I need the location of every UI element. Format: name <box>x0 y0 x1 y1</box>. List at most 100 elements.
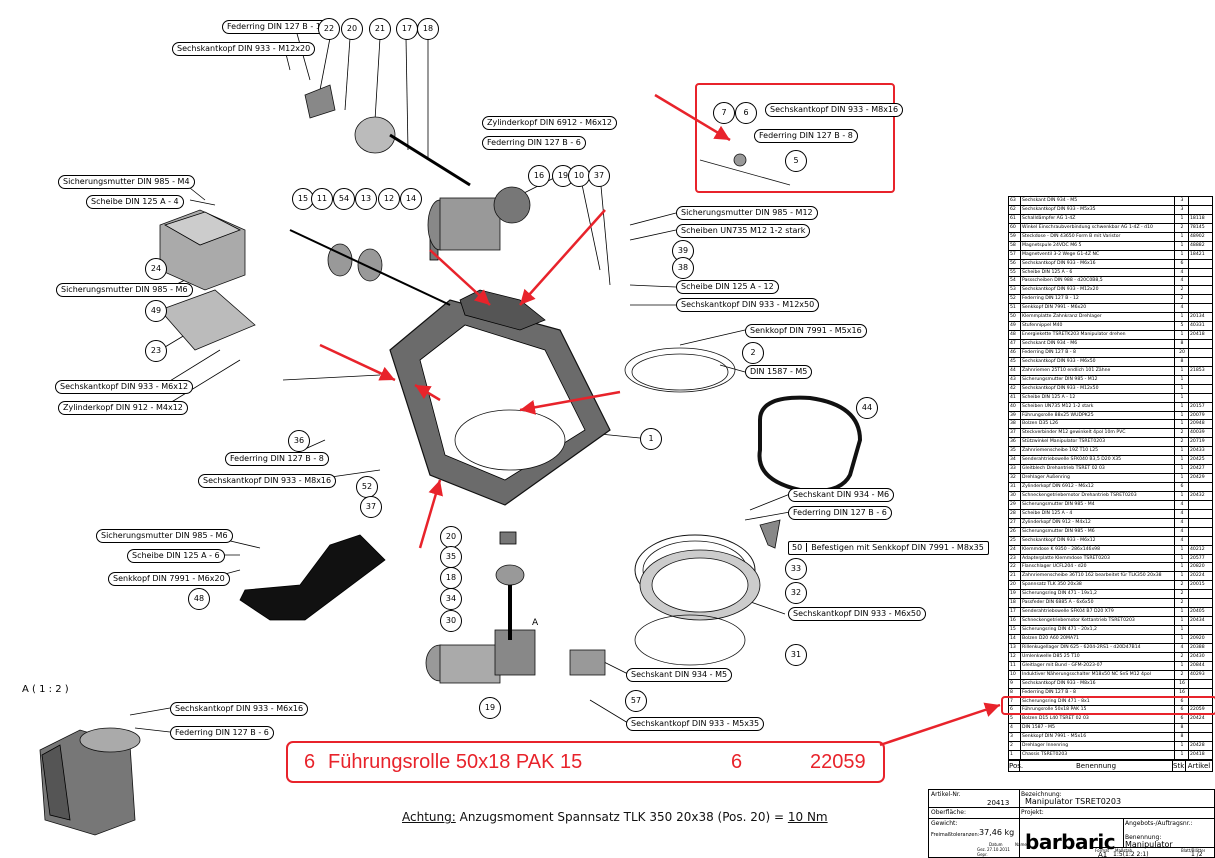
callout-article: 22059 <box>810 751 866 773</box>
bom-cell-stk: 16 <box>1175 688 1189 697</box>
bom-cell-benennung: Senkkopf DIN 7991 - M6x20 <box>1021 304 1175 313</box>
bom-cell-artikel <box>1189 260 1212 268</box>
bom-cell-artikel: 20405 <box>1190 609 1205 615</box>
bom-cell-benennung: Scheiben UN735 M12 1-2 stark <box>1021 402 1175 411</box>
label-fed127-8-top: Federring DIN 127 B - 8 <box>754 129 858 143</box>
bom-cell-stk: 1 <box>1175 366 1189 375</box>
bom-cell-artikel: 20434 <box>1190 618 1205 624</box>
bom-cell-benennung: Sicherungsmutter DIN 985 - M12 <box>1021 375 1175 384</box>
balloon-20-low: 20 <box>440 526 462 548</box>
bom-cell-benennung: Senderahtriebswelle SFK040 B3,5 D20 X35 <box>1021 456 1175 465</box>
bom-cell-benennung: Drehlager Außenring <box>1021 474 1175 482</box>
bom-cell-benennung: Steckverbinder M12 gewinkelt 4pol 10m PV… <box>1021 429 1175 438</box>
bom-cell-stk: 2 <box>1175 581 1189 590</box>
tb-brand-logo: barbaric <box>1025 830 1116 854</box>
bom-cell-benennung: Sechskantkopf DIN 933 - M6x16 <box>1021 259 1175 268</box>
bom-cell-benennung: Bolzen D20 A60 20MA71 <box>1021 634 1175 643</box>
bom-cell-pos: 38 <box>1009 420 1021 429</box>
bom-cell-artikel: 48902 <box>1190 233 1205 239</box>
highlight-callout: 6 Führungsrolle 50x18 PAK 15 6 22059 <box>286 741 885 783</box>
bom-cell-artikel: 20429 <box>1190 475 1205 481</box>
bom-cell-artikel <box>1189 733 1212 741</box>
highlight-box-top <box>695 83 895 193</box>
bom-cell-artikel: 20577 <box>1190 555 1205 561</box>
bom-cell-pos: 24 <box>1009 545 1021 554</box>
bom-cell-stk: 1 <box>1175 331 1189 339</box>
balloon-6: 6 <box>735 102 757 124</box>
label-senk7991-m5x16: Senkkopf DIN 7991 - M5x16 <box>745 324 867 338</box>
balloon-17: 17 <box>396 18 418 40</box>
bom-cell-benennung: Sechskantkopf DIN 933 - M6x50 <box>1021 357 1175 366</box>
detail-letter-a: A <box>532 618 539 628</box>
bom-cell-pos: 50 <box>1009 313 1021 322</box>
bom-cell-stk: 1 <box>1175 214 1189 223</box>
label-sk933-m6x12: Sechskantkopf DIN 933 - M6x12 <box>55 380 194 394</box>
bom-cell-artikel <box>1189 724 1212 732</box>
bom-cell-artikel <box>1189 358 1212 366</box>
bom-cell-artikel: 20134 <box>1190 314 1205 320</box>
bom-cell-pos: 12 <box>1009 652 1021 661</box>
bom-cell-pos: 21 <box>1009 572 1021 581</box>
label-zyl912-m4x12: Zylinderkopf DIN 912 - M4x12 <box>58 401 188 415</box>
bom-cell-artikel: 40293 <box>1190 671 1205 677</box>
label-befestigen-text: Befestigen mit Senkkopf DIN 7991 - M8x35 <box>811 543 984 552</box>
bom-cell-pos: 9 <box>1009 679 1021 688</box>
bom-cell-artikel <box>1189 197 1212 205</box>
bom-header-benennung: Benennung <box>1020 761 1173 772</box>
label-sich985-m12: Sicherungsmutter DIN 985 - M12 <box>676 206 818 220</box>
label-sk933-m8x16-top: Sechskantkopf DIN 933 - M8x16 <box>765 103 904 117</box>
bom-cell-stk: 1 <box>1175 545 1189 554</box>
bom-cell-artikel <box>1189 590 1212 598</box>
bom-cell-artikel: 40039 <box>1190 430 1205 436</box>
callout-name: Führungsrolle 50x18 PAK 15 <box>328 751 583 773</box>
bom-cell-pos: 47 <box>1009 340 1021 348</box>
bom-cell-pos: 15 <box>1009 626 1021 634</box>
bom-cell-pos: 40 <box>1009 402 1021 411</box>
balloon-54: 54 <box>333 188 355 210</box>
bom-cell-benennung: Sicherungsring DIN 471 - 8x1 <box>1021 697 1175 706</box>
bom-cell-stk: 1 <box>1175 411 1189 420</box>
bom-cell-benennung: Scheibe DIN 125 A - 4 <box>1021 509 1175 518</box>
bom-cell-artikel: 20719 <box>1190 439 1205 445</box>
balloon-14: 14 <box>400 188 422 210</box>
bom-cell-benennung: Sechskantkopf DIN 933 - M12x20 <box>1021 286 1175 295</box>
bom-cell-benennung: Führungsrolle 50x18 PAK 15 <box>1021 706 1175 715</box>
bom-cell-artikel: 20844 <box>1190 662 1205 668</box>
bom-cell-pos: 16 <box>1009 617 1021 625</box>
bom-cell-pos: 61 <box>1009 214 1021 223</box>
balloon-49: 49 <box>145 300 167 322</box>
bom-cell-pos: 57 <box>1009 250 1021 259</box>
balloon-32: 32 <box>785 582 807 604</box>
bom-cell-pos: 32 <box>1009 474 1021 482</box>
bom-cell-benennung: Klemmdose K 9350 - 286x146x98 <box>1021 545 1175 554</box>
balloon-18: 18 <box>417 18 439 40</box>
bom-cell-artikel: 20224 <box>1190 573 1205 579</box>
bom-cell-pos: 22 <box>1009 563 1021 572</box>
bom-cell-artikel: 20428 <box>1190 743 1205 749</box>
bom-cell-pos: 62 <box>1009 205 1021 214</box>
bom-cell-pos: 27 <box>1009 518 1021 527</box>
bom-cell-stk: 3 <box>1175 197 1189 205</box>
bom-cell-stk: 6 <box>1175 259 1189 268</box>
tb-gewicht: 37,46 kg <box>979 828 1015 837</box>
bom-cell-stk: 6 <box>1175 697 1189 706</box>
bom-cell-artikel: 21853 <box>1190 367 1205 373</box>
bom-cell-artikel <box>1189 206 1212 214</box>
bom-cell-stk: 1 <box>1175 456 1189 465</box>
